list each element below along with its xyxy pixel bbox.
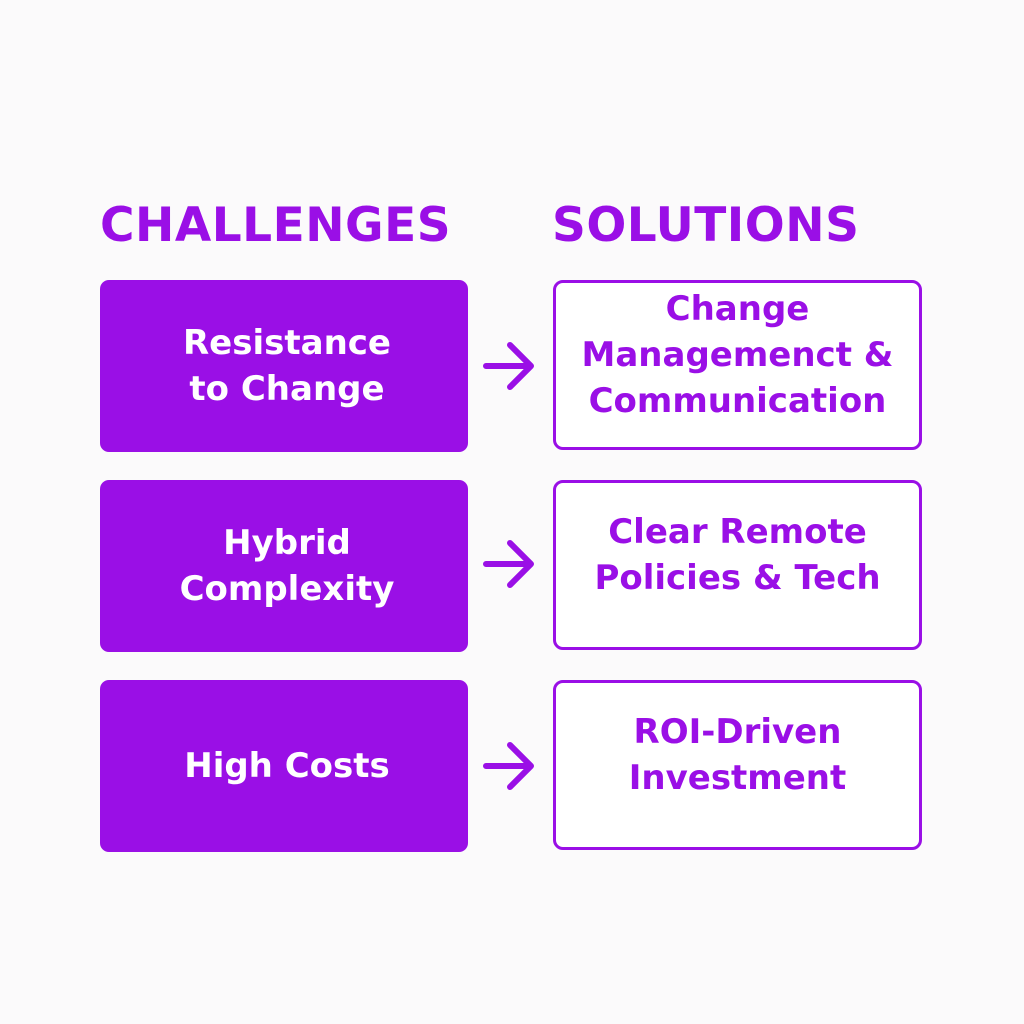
solution-box-change-management: Change Managemenct & Communication <box>553 280 922 450</box>
solution-box-remote-policies: Clear Remote Policies & Tech <box>553 480 922 650</box>
challenges-heading: CHALLENGES <box>100 198 452 253</box>
challenge-box-high-costs: High Costs <box>100 680 468 852</box>
solution-box-roi-investment: ROI-Driven Investment <box>553 680 922 850</box>
arrow-right-icon <box>483 336 537 396</box>
challenge-box-resistance-to-change: Resistance to Change <box>100 280 468 452</box>
challenge-box-hybrid-complexity: Hybrid Complexity <box>100 480 468 652</box>
arrow-right-icon <box>483 736 537 796</box>
solutions-heading: SOLUTIONS <box>552 198 860 253</box>
arrow-right-icon <box>483 534 537 594</box>
